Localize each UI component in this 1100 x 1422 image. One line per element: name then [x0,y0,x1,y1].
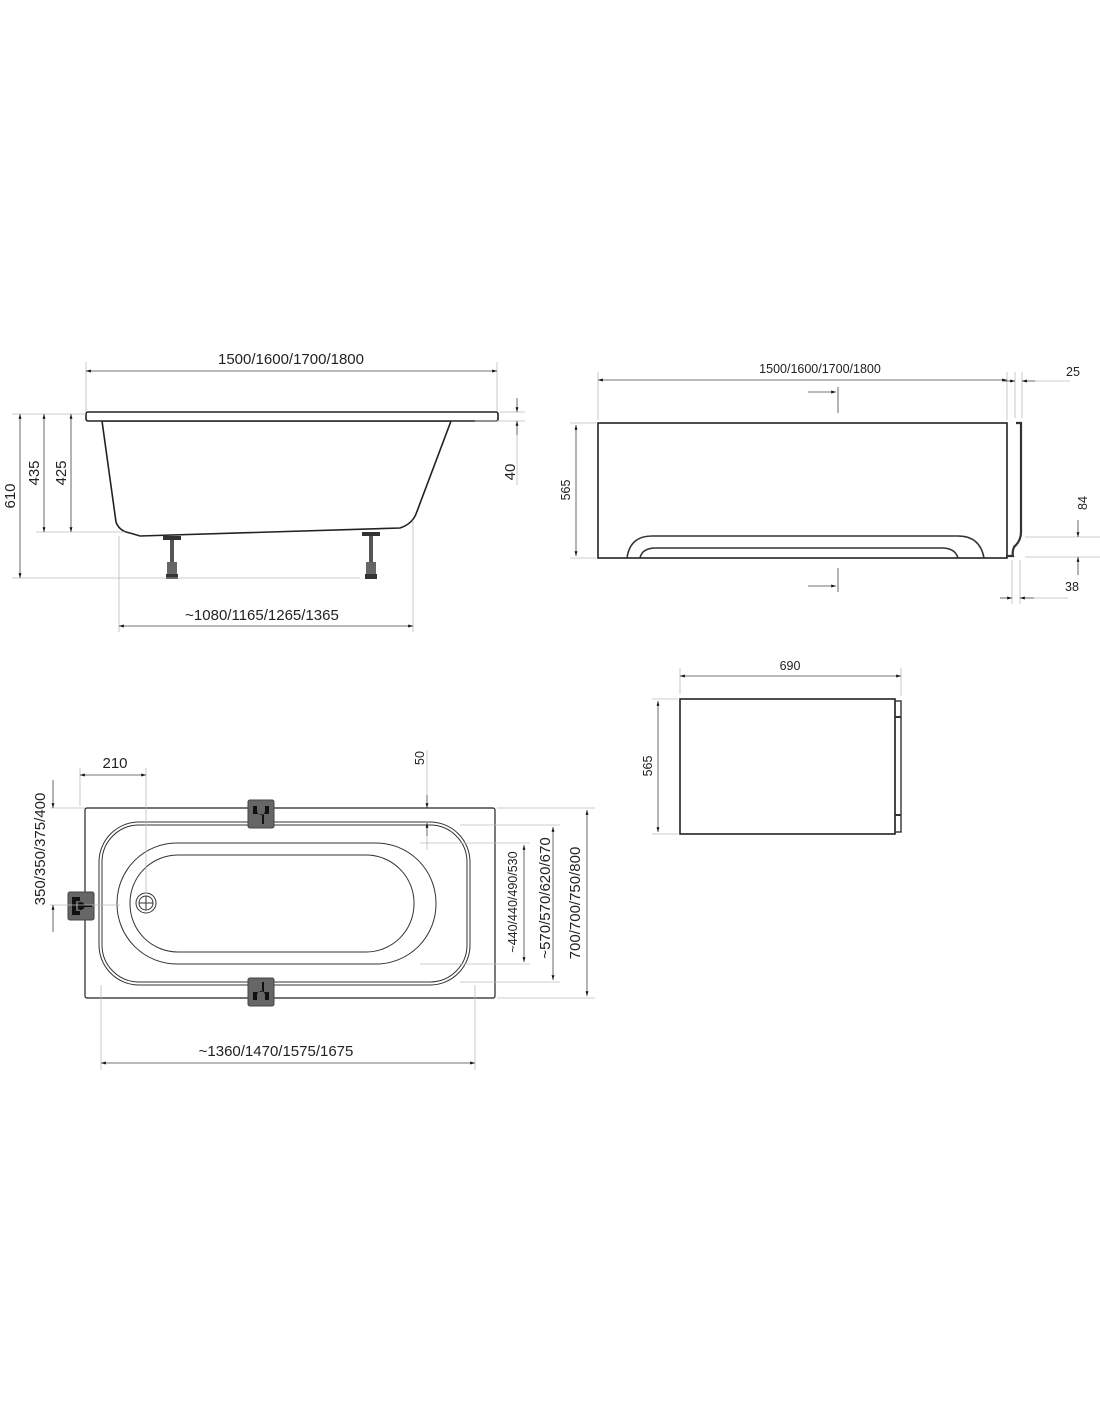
drain-icon [135,892,157,914]
inner-length-label: ~1360/1470/1575/1675 [199,1043,354,1060]
height-425-label: 425 [53,460,70,485]
thickness-25-label: 25 [1066,365,1080,379]
panel-height-label: 565 [559,480,573,501]
inner-width-label: ~570/570/620/670 [537,837,554,958]
tub-body [101,420,453,537]
side-view: 1500/1600/1700/1800 610 435 425 [2,351,525,632]
connector-icon [247,977,275,1007]
height-435-label: 435 [26,460,43,485]
bottom-38-label: 38 [1065,580,1079,594]
front-panel-view: 1500/1600/1700/1800 565 25 84 38 [559,362,1100,604]
side-length-label: 1500/1600/1700/1800 [218,351,364,368]
front-panel [597,422,1008,559]
rim-40-label: 40 [502,464,519,481]
panel-length-label: 1500/1600/1700/1800 [759,362,881,376]
rim-offset-label: 50 [413,751,427,765]
tub-leg [362,532,380,579]
tub-leg [163,536,181,579]
top-view: 210 50 350/350/375/400 ~440/440/490/530 … [32,750,595,1070]
basin-outer [116,842,437,965]
end-panel [679,698,896,835]
total-width-label: 700/700/750/800 [567,847,584,960]
end-panel-view: 690 565 [641,659,902,835]
connector-icon [247,799,275,829]
side-offset-label: 350/350/375/400 [32,793,49,906]
drain-offset-label: 210 [102,755,127,772]
end-width-label: 690 [780,659,801,673]
basin-inner [129,854,415,953]
end-height-label: 565 [641,756,655,777]
leg-span-label: ~1080/1165/1265/1365 [185,607,339,624]
basin-width-label: ~440/440/490/530 [506,851,520,952]
step-84-label: 84 [1076,496,1090,510]
panel-profile [1006,421,1023,558]
tub-rim [85,411,499,422]
height-610-label: 610 [2,483,19,508]
connector-icon [67,891,95,921]
